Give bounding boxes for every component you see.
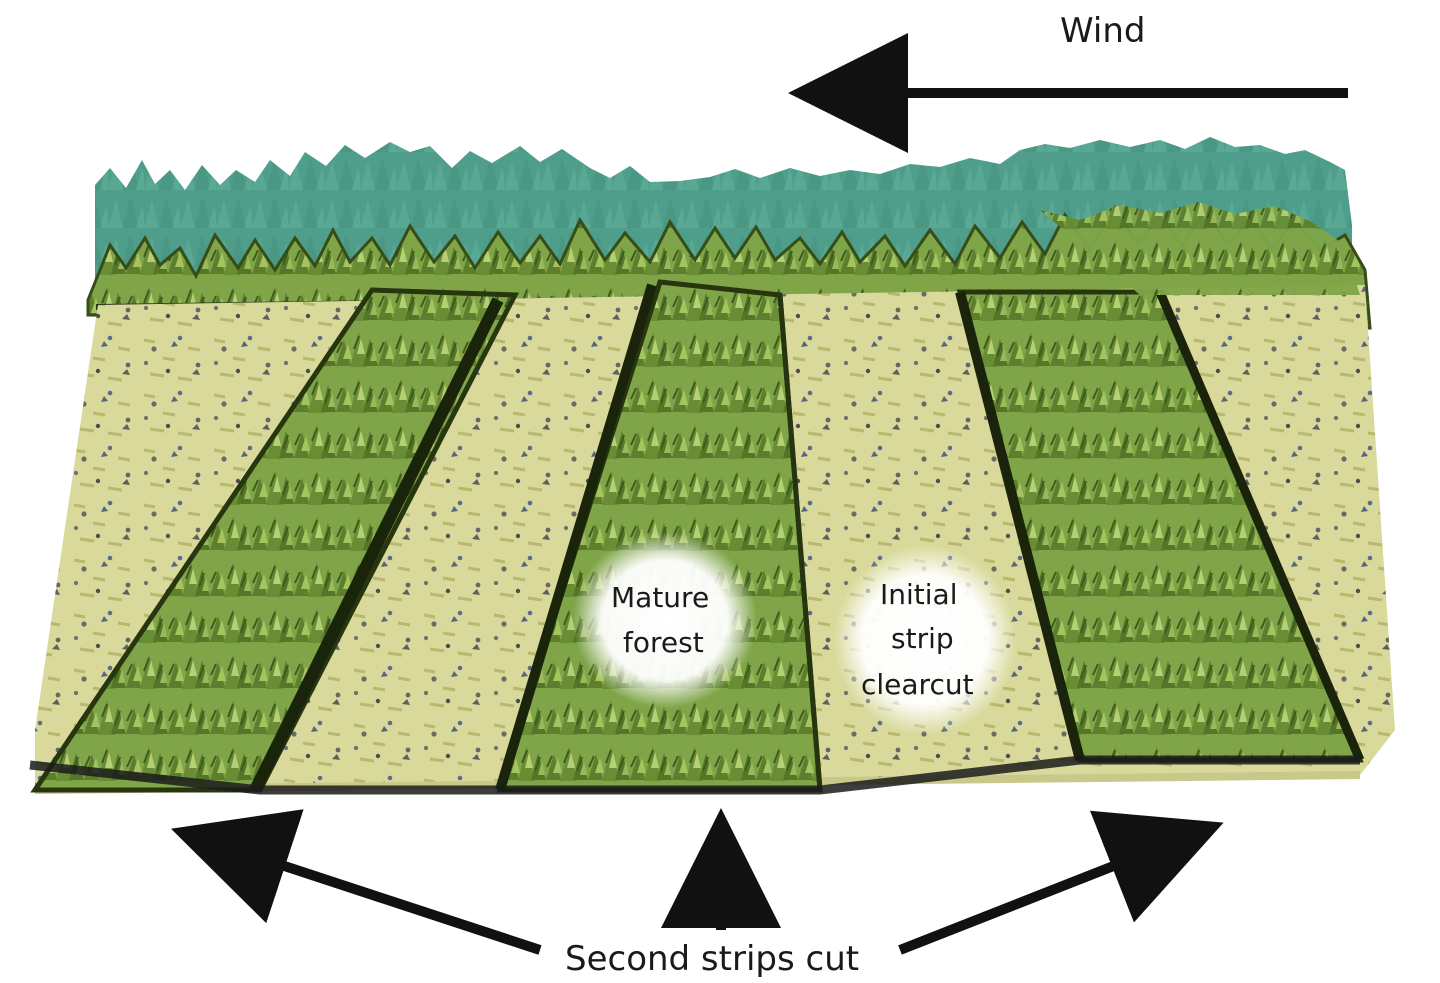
strip-shadows xyxy=(29,755,1360,795)
second-strips-label: Second strips cut xyxy=(565,939,859,979)
wind-indicator: Wind xyxy=(788,11,1348,153)
wind-label: Wind xyxy=(1060,11,1145,51)
mature-forest-label: Mature forest xyxy=(611,581,709,659)
mature-forest-line-1: Mature xyxy=(611,581,709,614)
mature-forest-line-2: forest xyxy=(623,626,704,659)
initial-strip-line-1: Initial xyxy=(880,578,957,611)
second-strips-indicator: Second strips cut xyxy=(170,808,1224,979)
initial-strip-line-2: strip xyxy=(891,622,954,655)
initial-strip-label: Initial strip clearcut xyxy=(861,578,974,701)
up-right-arrow-icon xyxy=(898,810,1224,955)
label-glows xyxy=(573,532,1017,735)
initial-strip-line-3: clearcut xyxy=(861,668,974,701)
up-left-arrow-icon xyxy=(170,809,542,955)
